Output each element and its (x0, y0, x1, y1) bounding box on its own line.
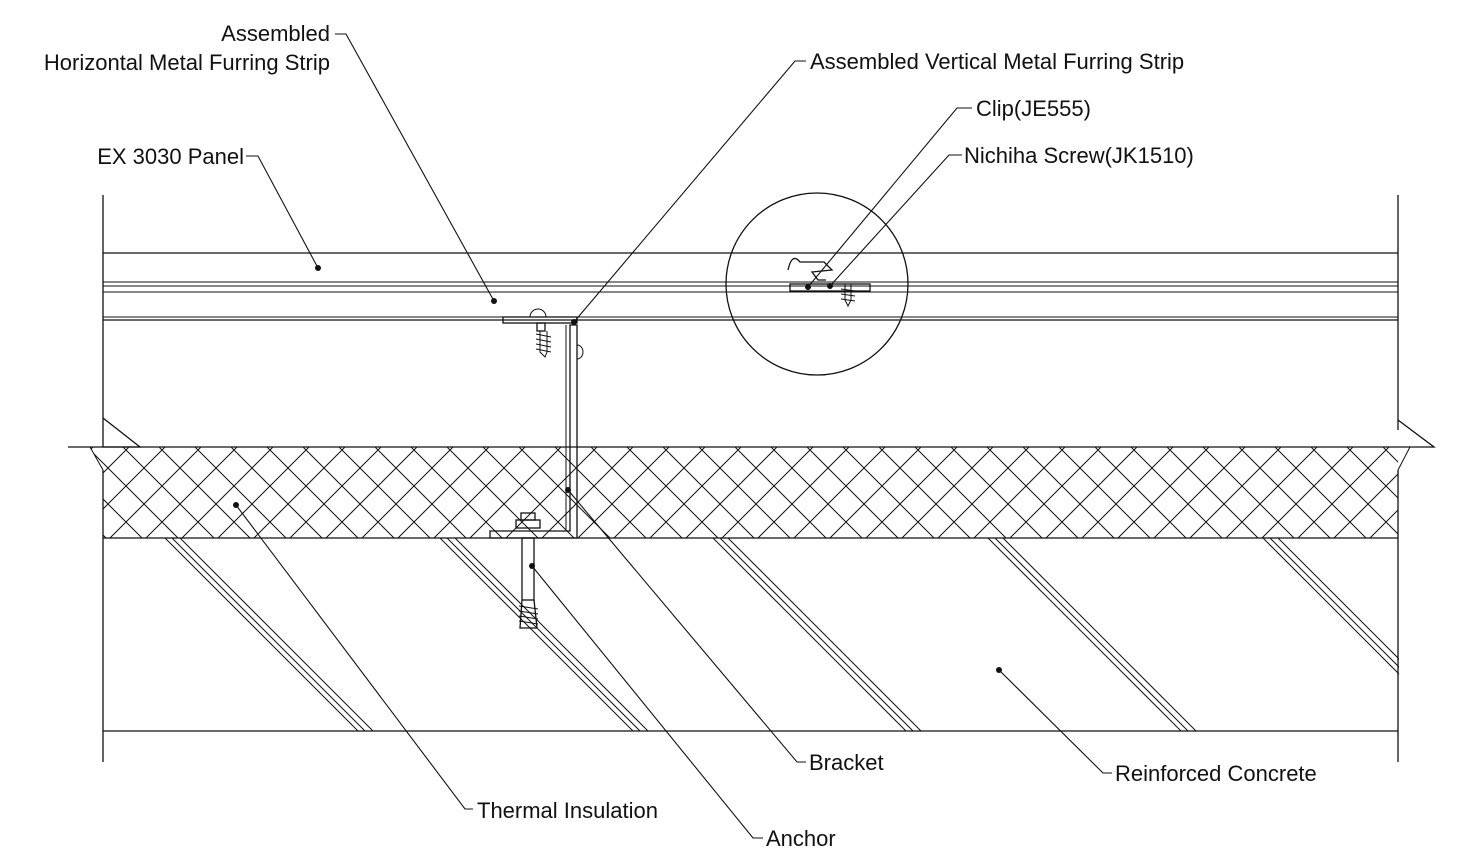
clip-detail (725, 192, 909, 376)
anchor (515, 512, 541, 629)
reinforced-concrete-layer (102, 538, 1399, 762)
label-assembled-horizontal-line2: Horizontal Metal Furring Strip (44, 50, 330, 75)
label-thermal-insulation: Thermal Insulation (477, 798, 658, 823)
ex3030-panel (102, 195, 1399, 447)
label-clip: Clip(JE555) (976, 96, 1091, 121)
label-anchor: Anchor (766, 826, 836, 851)
label-reinforced-concrete: Reinforced Concrete (1115, 761, 1317, 786)
label-bracket: Bracket (809, 750, 884, 775)
label-nichiha-screw: Nichiha Screw(JK1510) (964, 143, 1194, 168)
leader-lines (233, 33, 1112, 839)
vertical-furring-strip (502, 308, 584, 360)
furring-screw-icon (535, 322, 552, 358)
label-assembled-horizontal-line1: Assembled (221, 21, 330, 46)
label-vertical-furring-strip: Assembled Vertical Metal Furring Strip (810, 49, 1184, 74)
label-ex3030-panel: EX 3030 Panel (97, 144, 244, 169)
bracket (489, 324, 578, 539)
thermal-insulation-layer (89, 446, 1411, 539)
break-line (68, 417, 1436, 448)
